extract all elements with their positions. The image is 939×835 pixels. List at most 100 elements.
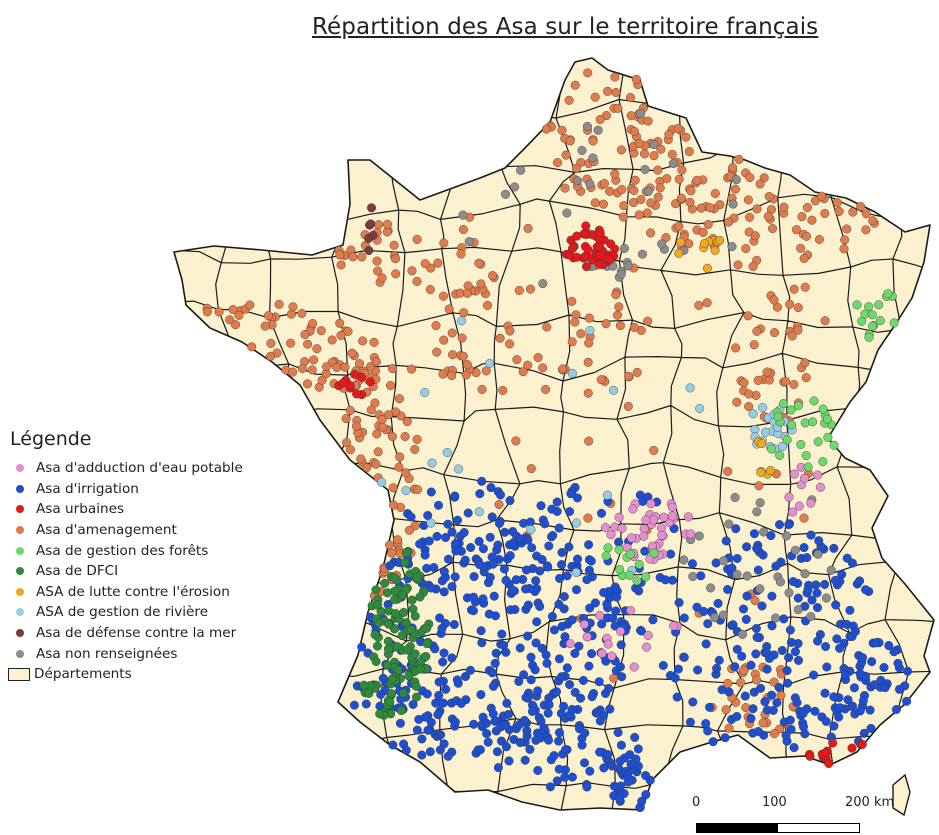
asa-point bbox=[386, 381, 396, 391]
asa-point bbox=[580, 728, 590, 738]
asa-point bbox=[746, 660, 756, 670]
asa-point bbox=[518, 367, 528, 377]
asa-point bbox=[580, 229, 590, 239]
asa-point bbox=[335, 250, 345, 260]
asa-point bbox=[365, 377, 375, 387]
asa-point bbox=[458, 224, 468, 234]
asa-point bbox=[728, 199, 738, 209]
asa-point bbox=[750, 596, 760, 606]
asa-point bbox=[775, 577, 785, 587]
legend-dot-icon bbox=[16, 649, 24, 658]
asa-point bbox=[388, 740, 398, 750]
asa-point bbox=[870, 680, 880, 690]
asa-point bbox=[772, 698, 782, 708]
asa-point bbox=[736, 678, 746, 688]
asa-point bbox=[813, 636, 823, 646]
asa-point bbox=[565, 136, 575, 146]
asa-point bbox=[710, 188, 720, 198]
asa-point bbox=[376, 689, 386, 699]
asa-point bbox=[549, 625, 559, 635]
asa-point bbox=[733, 260, 743, 270]
asa-point bbox=[369, 337, 379, 347]
asa-point bbox=[448, 350, 458, 360]
asa-point bbox=[677, 165, 687, 175]
asa-point bbox=[667, 502, 677, 512]
asa-point bbox=[789, 380, 799, 390]
asa-point bbox=[494, 518, 504, 528]
asa-point bbox=[595, 259, 605, 269]
asa-point bbox=[702, 298, 712, 308]
asa-point bbox=[372, 429, 382, 439]
asa-point bbox=[807, 595, 817, 605]
asa-point bbox=[435, 745, 445, 755]
asa-point bbox=[358, 336, 368, 346]
asa-point bbox=[784, 520, 794, 530]
asa-point bbox=[478, 594, 488, 604]
asa-point bbox=[793, 593, 803, 603]
asa-point bbox=[488, 681, 498, 691]
asa-point bbox=[757, 439, 767, 449]
asa-point bbox=[750, 231, 760, 241]
asa-point bbox=[555, 728, 565, 738]
asa-point bbox=[636, 626, 646, 636]
asa-point bbox=[761, 427, 771, 437]
asa-point bbox=[641, 572, 651, 582]
asa-point bbox=[557, 621, 567, 631]
asa-point bbox=[867, 657, 877, 667]
asa-point bbox=[410, 649, 420, 659]
asa-point bbox=[371, 459, 381, 469]
asa-point bbox=[582, 632, 592, 642]
asa-point bbox=[816, 482, 826, 492]
asa-point bbox=[375, 709, 385, 719]
asa-point bbox=[609, 781, 619, 791]
asa-point bbox=[781, 376, 791, 386]
asa-point bbox=[523, 535, 533, 545]
asa-point bbox=[425, 285, 435, 295]
asa-point bbox=[798, 708, 808, 718]
asa-point bbox=[521, 584, 531, 594]
asa-point bbox=[814, 536, 824, 546]
asa-point bbox=[875, 316, 885, 326]
asa-point bbox=[614, 545, 624, 555]
legend-item-label: Asa non renseignées bbox=[36, 645, 178, 662]
asa-point bbox=[452, 675, 462, 685]
asa-point bbox=[482, 729, 492, 739]
asa-point bbox=[832, 198, 842, 208]
asa-point bbox=[526, 675, 536, 685]
asa-point bbox=[567, 296, 577, 306]
asa-point bbox=[802, 202, 812, 212]
asa-point bbox=[502, 698, 512, 708]
asa-point bbox=[834, 712, 844, 722]
asa-point bbox=[611, 666, 621, 676]
asa-point bbox=[686, 186, 696, 196]
asa-point bbox=[544, 541, 554, 551]
asa-point bbox=[800, 729, 810, 739]
asa-point bbox=[732, 397, 742, 407]
asa-point bbox=[573, 554, 583, 564]
asa-point bbox=[692, 602, 702, 612]
asa-point bbox=[847, 743, 857, 753]
asa-point bbox=[317, 375, 327, 385]
asa-point bbox=[753, 375, 763, 385]
asa-point bbox=[387, 432, 397, 442]
asa-point bbox=[633, 744, 643, 754]
asa-point bbox=[263, 311, 273, 321]
asa-point bbox=[576, 329, 586, 339]
asa-point bbox=[613, 728, 623, 738]
asa-point bbox=[727, 563, 737, 573]
asa-point bbox=[443, 519, 453, 529]
asa-point bbox=[562, 663, 572, 673]
asa-point bbox=[880, 683, 890, 693]
asa-point bbox=[813, 603, 823, 613]
asa-point bbox=[308, 319, 318, 329]
asa-point bbox=[474, 507, 484, 517]
asa-point bbox=[225, 315, 235, 325]
asa-point bbox=[670, 673, 680, 683]
asa-point bbox=[230, 320, 240, 330]
asa-point bbox=[554, 654, 564, 664]
asa-point bbox=[443, 751, 453, 761]
asa-point bbox=[679, 613, 689, 623]
asa-point bbox=[703, 619, 713, 629]
asa-point bbox=[767, 591, 777, 601]
